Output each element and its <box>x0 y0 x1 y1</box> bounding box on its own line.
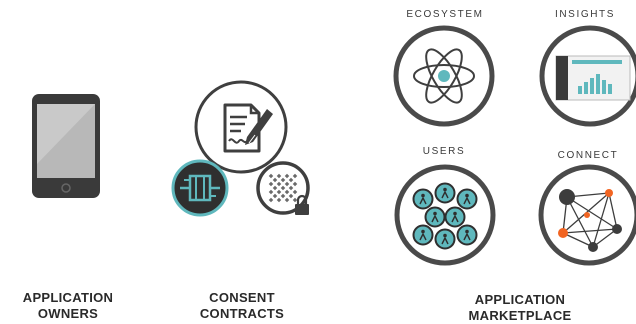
contracts-label-line1: CONSENT <box>209 290 275 305</box>
signed-document-icon <box>194 80 288 174</box>
contracts-label: CONSENT CONTRACTS <box>172 290 312 322</box>
dashboard-chart-icon <box>539 25 636 127</box>
insights-label: INSIGHTS <box>554 9 616 20</box>
connect-label: CONNECT <box>557 150 619 161</box>
owners-label-line1: APPLICATION <box>22 290 114 305</box>
marketplace-label: APPLICATION MARKETPLACE <box>440 292 600 324</box>
ecosystem-label: ECOSYSTEM <box>406 9 484 20</box>
lock-grid-icon <box>256 161 310 215</box>
marketplace-label-line1: APPLICATION <box>474 292 566 307</box>
users-label: USERS <box>422 146 466 157</box>
marketplace-label-line2: MARKETPLACE <box>468 308 572 323</box>
chip-icon <box>171 159 229 217</box>
atom-icon <box>393 25 495 127</box>
owners-label: APPLICATION OWNERS <box>0 290 136 322</box>
users-cluster-icon <box>394 164 496 266</box>
contracts-label-line2: CONTRACTS <box>199 306 285 321</box>
owners-label-line2: OWNERS <box>37 306 99 321</box>
network-graph-icon <box>538 164 636 266</box>
smartphone-icon <box>32 94 100 198</box>
